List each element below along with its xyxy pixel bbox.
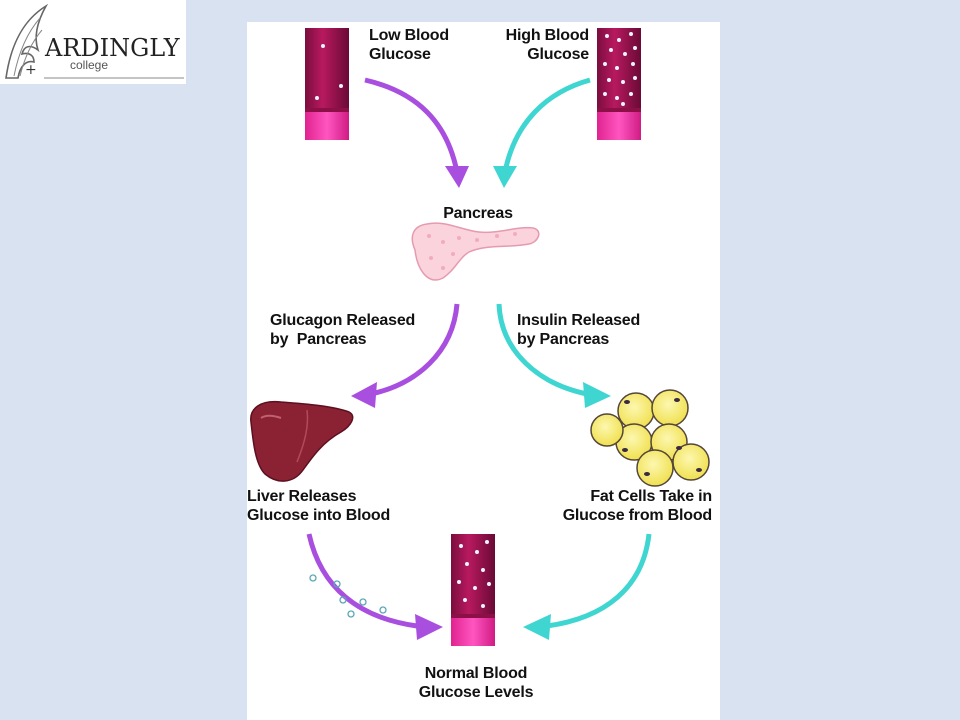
low-glucose-vessel [305, 28, 349, 140]
logo-sub: college [70, 58, 108, 72]
label-high-blood-glucose: High Blood Glucose [505, 27, 590, 63]
label-insulin-released: Insulin Released by Pancreas [517, 312, 641, 348]
label-fat-cells: Fat Cells Take in Glucose from Blood [562, 488, 713, 524]
cyan-arrow-fat-to-normal [546, 533, 652, 629]
fat-cells-icon [590, 389, 710, 487]
glucose-regulation-diagram: Low Blood Glucose High Blood Glucose Pan… [247, 22, 720, 720]
liver-icon [250, 400, 354, 482]
cyan-arrow-pancreas-to-fat [496, 303, 588, 397]
purple-arrow-pancreas-to-liver [370, 303, 460, 397]
ardingly-college-logo: + ARDINGLY college [0, 0, 186, 84]
logo-name: ARDINGLY [44, 34, 181, 62]
label-pancreas: Pancreas [443, 205, 513, 222]
cyan-arrow-high-to-pancreas [502, 77, 591, 173]
svg-text:+: + [25, 62, 37, 78]
label-low-blood-glucose: Low Blood Glucose [369, 27, 449, 63]
normal-glucose-vessel [451, 534, 495, 646]
purple-arrow-low-to-pancreas [364, 77, 460, 173]
label-normal-blood-glucose: Normal Blood Glucose Levels [418, 665, 534, 701]
pancreas-icon [411, 222, 540, 281]
purple-arrow-liver-to-normal [306, 533, 418, 629]
label-liver-releases: Liver Releases Glucose into Blood [247, 488, 391, 524]
label-glucagon-released: Glucagon Released by Pancreas [270, 312, 416, 348]
high-glucose-vessel [597, 28, 641, 140]
